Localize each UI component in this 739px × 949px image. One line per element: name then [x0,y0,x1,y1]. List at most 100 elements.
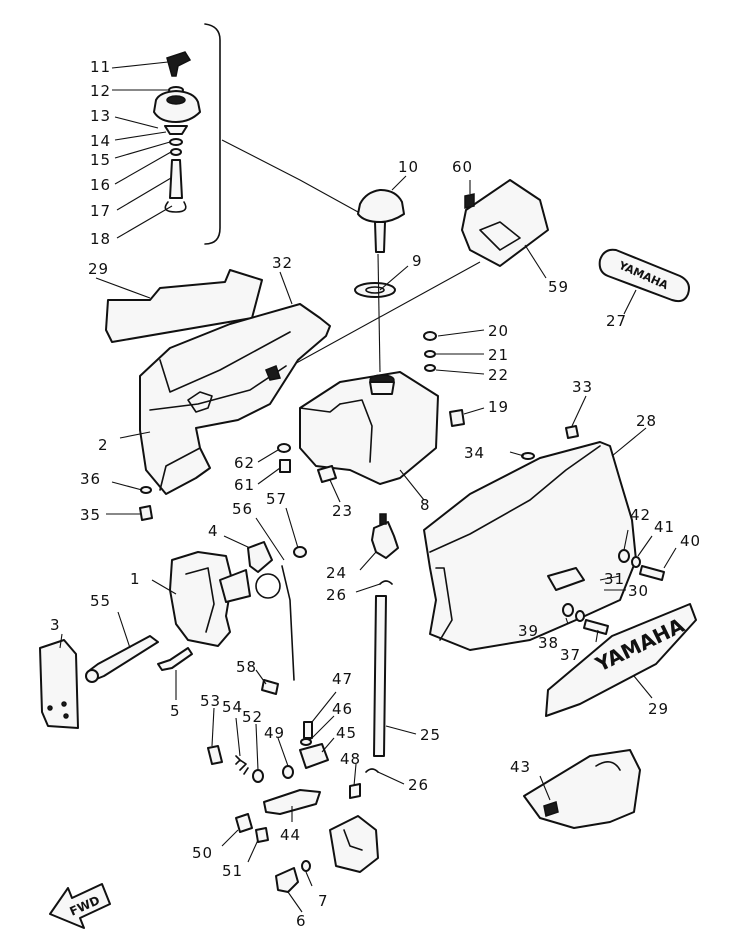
ring-15 [169,138,183,146]
fuel-hose-25 [373,595,387,757]
callout-62: 62 [234,454,255,472]
fuel-cap-10 [357,189,405,223]
callout-41: 41 [654,518,675,536]
callout-42: 42 [630,506,651,524]
bolt-5 [157,647,193,671]
washer-38 [575,610,585,622]
callout-50: 50 [192,844,213,862]
callout-26-upper: 26 [326,586,347,604]
callout-60: 60 [452,158,473,176]
callout-45: 45 [336,724,357,742]
fitting-6 [275,867,299,893]
callout-56: 56 [232,500,253,518]
callout-44: 44 [280,826,301,844]
washer-36 [140,486,152,494]
callout-18: 18 [90,230,111,248]
cover-28-slot [547,567,585,591]
callout-6: 6 [296,912,307,930]
bracket-59 [461,179,549,267]
callout-17: 17 [90,202,111,220]
grommet-62 [277,443,291,453]
oring-7 [301,860,311,872]
right-cover-group: 33 34 28 31 30 42 41 40 39 38 37 [423,378,701,664]
piece-43 [523,749,641,829]
callout-10: 10 [398,158,419,176]
clip-48 [349,783,361,799]
left-cover-group: 29 32 2 [88,254,331,495]
front-bracket-group: 1 3 4 55 5 56 57 58 [39,490,307,729]
callout-15: 15 [90,151,111,169]
latch-4 [247,541,273,573]
callout-52: 52 [242,708,263,726]
decal-29-left [105,269,263,343]
linkage-group: 53 54 52 49 47 46 45 48 44 50 51 7 6 [192,670,379,930]
callout-43: 43 [510,758,531,776]
lower-piece-group: 43 [510,749,641,829]
callout-36: 36 [80,470,101,488]
callout-16: 16 [90,176,111,194]
callout-21: 21 [488,346,509,364]
callout-31: 31 [604,570,625,588]
clip-60 [464,193,475,209]
callout-40: 40 [680,532,701,550]
plate-3 [39,639,79,729]
washer-22 [424,364,436,372]
callout-24: 24 [326,564,347,582]
callout-47: 47 [332,670,353,688]
nut-20 [423,331,437,341]
callout-20: 20 [488,322,509,340]
gasket-9 [354,282,396,298]
cover-emblem [187,391,213,413]
fuel-line-group: 24 26 25 26 [326,513,441,794]
callout-26-lower: 26 [408,776,429,794]
washer-21 [424,350,436,358]
callout-53: 53 [200,692,221,710]
top-badge-group: YAMAHA 27 [598,248,690,330]
lever-44 [263,789,321,815]
washer-46 [300,738,312,746]
cover-28 [423,441,637,651]
washer-52 [252,769,264,783]
callout-33: 33 [572,378,593,396]
washer-41 [631,556,641,568]
cap-top [166,95,186,105]
callout-32: 32 [272,254,293,272]
grommet-39 [562,603,574,617]
callout-22: 22 [488,366,509,384]
bolt-47 [303,721,313,739]
callout-5: 5 [170,702,181,720]
bolt-37 [583,619,609,635]
badge-27 [598,248,690,303]
fuel-cap-inset: 11 12 13 14 15 16 17 18 [90,23,359,248]
callout-57: 57 [266,490,287,508]
inset-bracket [204,23,221,245]
bolt-35 [139,505,153,521]
fasteners-left: 36 35 62 61 [80,443,291,524]
callout-34: 34 [464,444,485,462]
cover-32 [139,303,331,495]
callout-51: 51 [222,862,243,880]
callout-9: 9 [412,252,423,270]
callout-27: 27 [606,312,627,330]
callout-35: 35 [80,506,101,524]
callout-25: 25 [420,726,441,744]
callout-11: 11 [90,58,111,76]
bracket-1 [169,551,233,647]
bracket-group: 60 59 [279,158,568,373]
callout-3: 3 [50,616,61,634]
callout-49: 49 [264,724,285,742]
callout-8: 8 [420,496,431,514]
callout-58: 58 [236,658,257,676]
fuel-cap-13 [153,90,201,123]
callout-2: 2 [98,436,109,454]
callout-1: 1 [130,570,141,588]
fuel-cap-group: 10 9 [354,158,423,373]
callout-61: 61 [234,476,255,494]
spring-54 [235,755,249,775]
grommet-42 [618,549,630,563]
callout-54: 54 [222,698,243,716]
nut-57 [293,546,307,558]
fwd-arrow: FWD [49,883,111,929]
fuel-tank-8 [299,371,439,485]
